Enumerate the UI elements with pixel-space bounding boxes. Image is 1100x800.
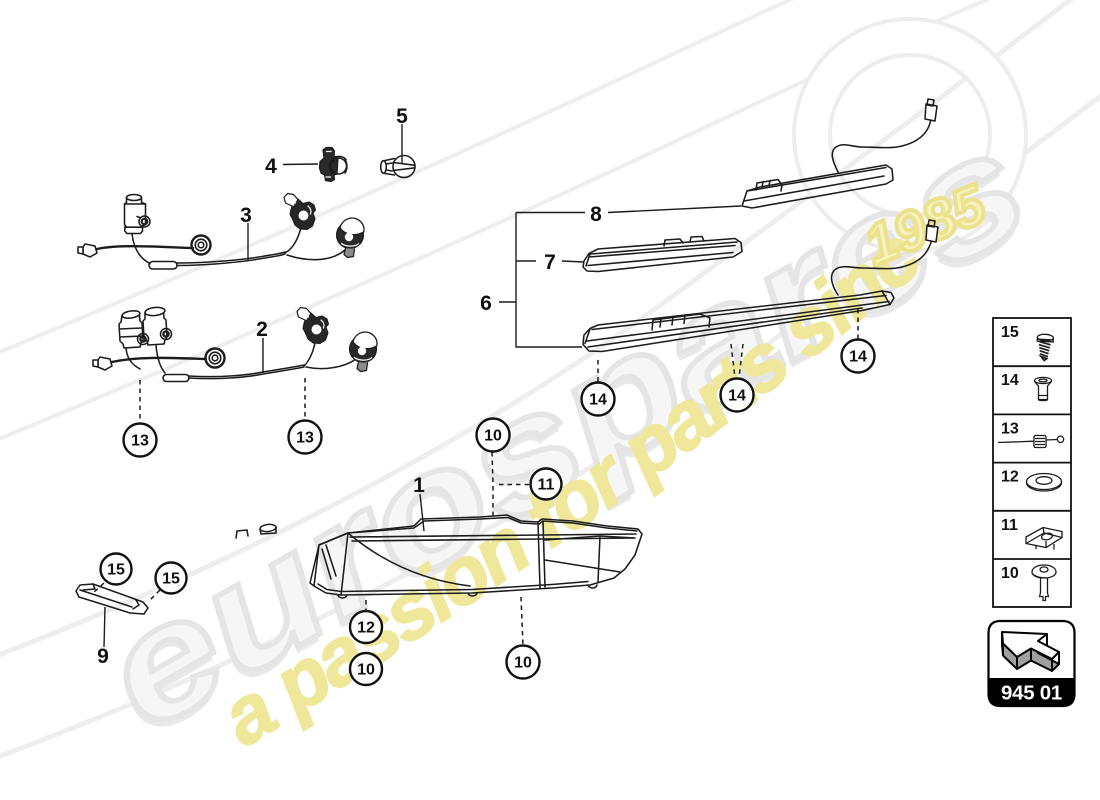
svg-text:14: 14 [849, 349, 867, 366]
svg-text:3: 3 [240, 204, 252, 227]
svg-text:13: 13 [131, 433, 149, 450]
svg-text:15: 15 [107, 562, 125, 579]
svg-text:7: 7 [544, 251, 556, 274]
svg-text:14: 14 [728, 388, 746, 405]
svg-text:10: 10 [357, 662, 375, 679]
svg-text:12: 12 [357, 620, 375, 637]
svg-text:5: 5 [396, 105, 408, 128]
svg-text:9: 9 [97, 645, 109, 668]
svg-text:2: 2 [256, 318, 268, 341]
svg-text:945 01: 945 01 [1001, 682, 1062, 705]
svg-text:15: 15 [1001, 324, 1019, 341]
svg-text:13: 13 [1001, 420, 1019, 437]
svg-text:6: 6 [480, 292, 492, 315]
svg-text:11: 11 [1001, 517, 1018, 534]
svg-text:12: 12 [1001, 469, 1019, 486]
svg-text:10: 10 [1001, 565, 1019, 582]
svg-text:14: 14 [589, 392, 607, 409]
svg-text:10: 10 [514, 655, 532, 672]
svg-text:13: 13 [296, 430, 314, 447]
svg-text:14: 14 [1001, 372, 1019, 389]
svg-text:11: 11 [538, 477, 555, 494]
svg-text:15: 15 [162, 571, 180, 588]
svg-text:8: 8 [590, 203, 602, 226]
svg-text:10: 10 [484, 428, 502, 445]
svg-text:1: 1 [413, 474, 425, 497]
svg-text:4: 4 [265, 155, 277, 178]
